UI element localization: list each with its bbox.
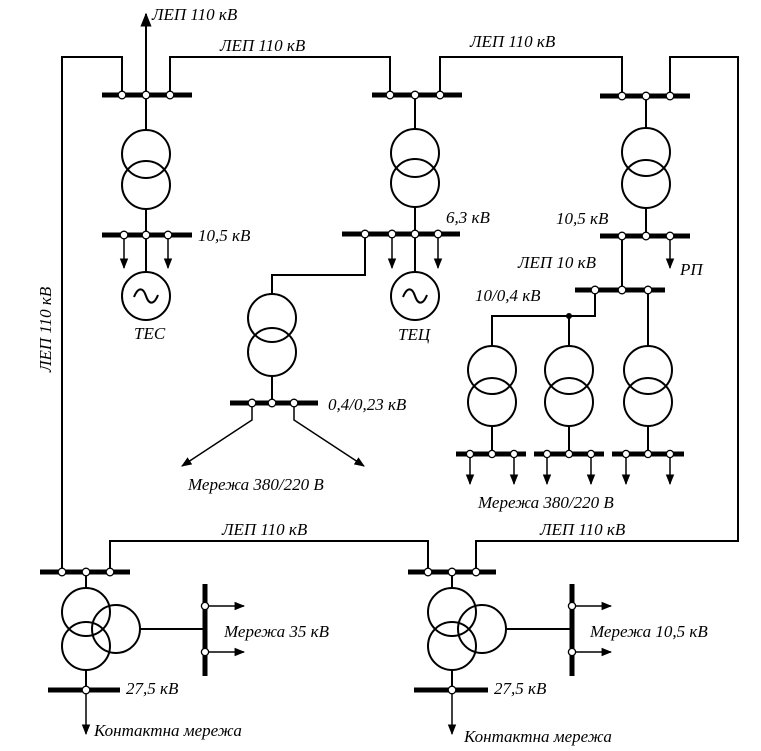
transformer-tes-primary xyxy=(121,129,171,179)
label-voltage-tec: 6,3 кВ xyxy=(446,208,490,227)
transmission-lines xyxy=(61,12,739,572)
lep-a-line xyxy=(169,56,391,95)
station-traction-right xyxy=(408,567,613,736)
transformer-3w-left-tertiary xyxy=(91,604,141,654)
transformer-3w-left-primary xyxy=(61,587,111,637)
lep-b-line xyxy=(439,56,623,95)
label-tec: ТЕЦ xyxy=(398,325,432,344)
label-net-105: Мережа 10,5 кВ xyxy=(589,622,708,641)
transformer-tec-secondary xyxy=(390,158,440,208)
station-rp xyxy=(456,91,690,486)
label-lep-10: ЛЕП 10 кВ xyxy=(517,253,597,272)
generator-tec-icon xyxy=(402,288,428,304)
label-lep-top: ЛЕП 110 кВ xyxy=(151,5,238,24)
station-tes xyxy=(102,90,192,321)
station-tec xyxy=(181,90,462,467)
transformer-3w-right-primary xyxy=(427,587,477,637)
label-contact-left: Контактна мережа xyxy=(93,721,242,740)
label-voltage-275-left: 27,5 кВ xyxy=(126,679,179,698)
label-rp: РП xyxy=(679,260,704,279)
transformer-rp-secondary xyxy=(621,159,671,209)
label-lep-b: ЛЕП 110 кВ xyxy=(469,32,556,51)
labels: ЛЕП 110 кВ ЛЕП 110 кВ ЛЕП 110 кВ ЛЕП 110… xyxy=(36,5,708,746)
label-lep-a: ЛЕП 110 кВ xyxy=(219,36,306,55)
transformer-04-secondary xyxy=(247,327,297,377)
label-contact-right: Контактна мережа xyxy=(463,727,612,746)
label-voltage-tes: 10,5 кВ xyxy=(198,226,251,245)
label-tes: ТЕС xyxy=(134,324,166,343)
station-traction-left xyxy=(40,567,246,736)
label-net-380-left: Мережа 380/220 В xyxy=(187,475,324,494)
lep-d-line xyxy=(475,56,739,572)
label-lep-left: ЛЕП 110 кВ xyxy=(36,286,55,373)
label-voltage-04-023: 0,4/0,23 кВ xyxy=(328,395,407,414)
label-voltage-275-right: 27,5 кВ xyxy=(494,679,547,698)
label-voltage-10-04: 10/0,4 кВ xyxy=(475,286,541,305)
label-voltage-rp: 10,5 кВ xyxy=(556,209,609,228)
lep-c-line xyxy=(109,540,429,572)
label-net-380-right: Мережа 380/220 В xyxy=(477,493,614,512)
label-lep-c: ЛЕП 110 кВ xyxy=(221,520,308,539)
transformer-tec-primary xyxy=(390,128,440,178)
label-net-35: Мережа 35 кВ xyxy=(223,622,330,641)
transformer-04-primary xyxy=(247,293,297,343)
label-lep-d: ЛЕП 110 кВ xyxy=(539,520,626,539)
transformer-3w-right-tertiary xyxy=(457,604,507,654)
transformer-tes-secondary xyxy=(121,160,171,210)
lep-left-line xyxy=(61,56,123,572)
generator-tes-icon xyxy=(133,288,159,304)
